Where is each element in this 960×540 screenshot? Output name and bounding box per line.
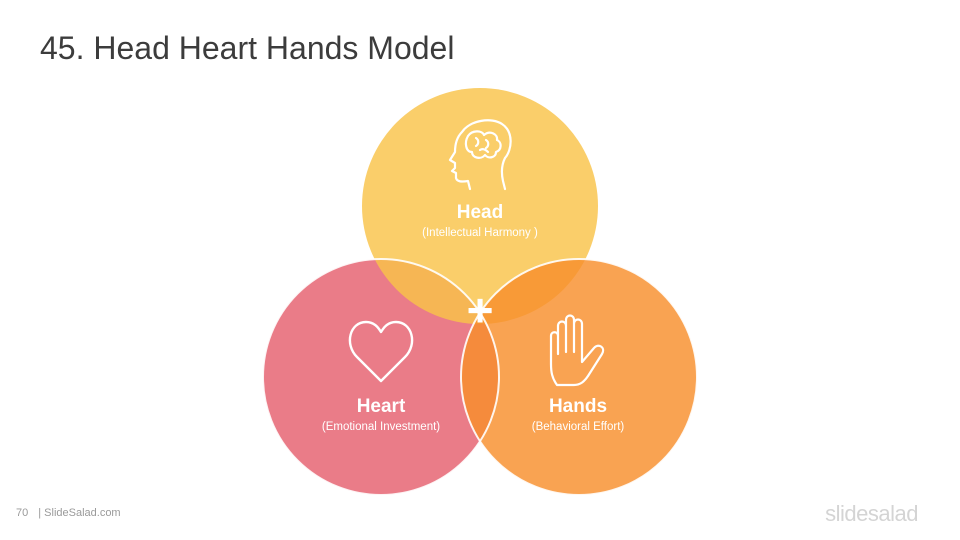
page-number: 70	[16, 507, 29, 519]
hands-circle	[461, 259, 697, 495]
hands-subtitle: (Behavioral Effort)	[532, 421, 625, 433]
footer-source-link[interactable]: | SlideSalad.com	[38, 507, 121, 519]
brain-head-icon	[448, 119, 512, 191]
footer: 70 | SlideSalad.com	[16, 507, 121, 519]
hand-icon	[549, 314, 605, 387]
heart-subtitle: (Emotional Investment)	[322, 421, 440, 433]
brand-logo: slidesalad	[825, 501, 918, 526]
head-subtitle: (Intellectual Harmony )	[422, 227, 538, 239]
heart-circle	[263, 259, 499, 495]
heart-icon	[348, 320, 414, 383]
head-title: Head	[457, 202, 503, 223]
hands-title: Hands	[549, 396, 607, 417]
slide-title: 45. Head Heart Hands Model	[40, 30, 455, 66]
center-plus-symbol: +	[467, 284, 494, 336]
heart-title: Heart	[357, 396, 406, 417]
